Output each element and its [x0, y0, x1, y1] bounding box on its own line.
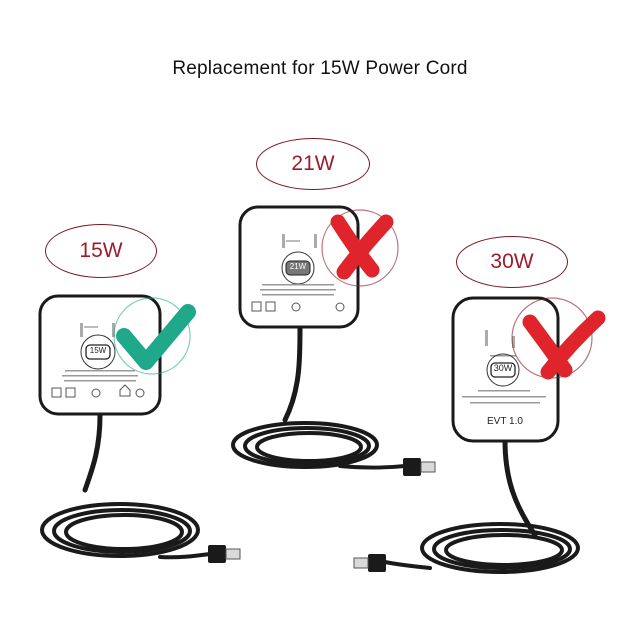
adapter-footer-text: EVT 1.0 [487, 416, 523, 427]
adapter-badge-30w: 30W [493, 363, 513, 373]
plug-30w [353, 554, 386, 572]
wattage-text: 21W [291, 152, 335, 175]
plug-15w [208, 545, 241, 563]
adapter-badge-15w: 15W [89, 346, 107, 355]
wattage-text: 30W [490, 250, 534, 273]
page-title: Replacement for 15W Power Cord [172, 58, 468, 79]
cable-15w [40, 412, 212, 560]
adapter-30w [451, 296, 606, 443]
wattage-label-21w: 21W [256, 138, 370, 190]
checkmark-icon [116, 304, 196, 370]
wattage-label-30w: 30W [456, 236, 568, 288]
adapter-badge-21w: 21W [289, 262, 307, 271]
wattage-label-15w: 15W [45, 224, 157, 278]
cable-21w [231, 325, 407, 470]
adapter-21w [238, 205, 399, 329]
plug-21w [403, 458, 436, 476]
x-mark-icon [330, 214, 394, 280]
cable-30w [383, 437, 580, 574]
x-mark-icon [522, 310, 606, 380]
adapter-15w [38, 294, 196, 416]
wattage-text: 15W [79, 239, 123, 262]
